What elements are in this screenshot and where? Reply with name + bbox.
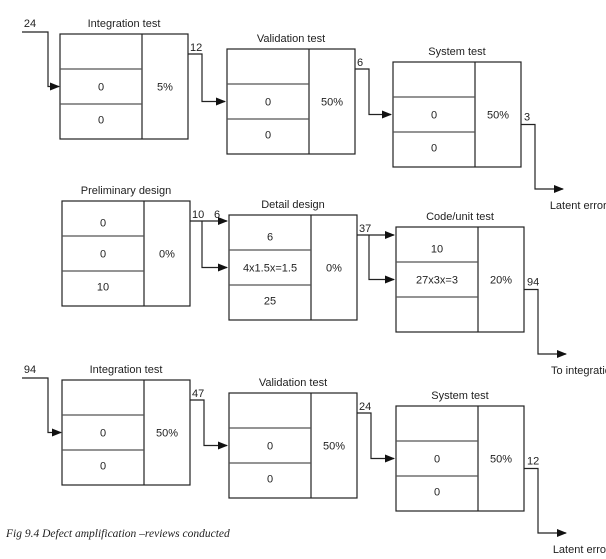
flow-arrow: [188, 53, 226, 106]
cell-value: 6: [267, 232, 273, 244]
detection-efficiency: 5%: [157, 82, 173, 94]
cell-value: 0: [265, 130, 271, 142]
output-count: 12: [190, 42, 202, 54]
cell-value: 0: [98, 115, 104, 127]
stage-box: Validation test 0 0 50% 6: [226, 33, 392, 155]
stage-outline: [228, 392, 358, 499]
detection-efficiency: 50%: [490, 454, 512, 466]
stage-title: Code/unit test: [426, 211, 494, 223]
flow-arrow: [357, 412, 395, 463]
cell-value: 25: [264, 296, 276, 308]
exit-arrow: [524, 288, 567, 358]
stage-box: Preliminary design 0 0 10 0% 10 6: [61, 185, 228, 307]
stage-title: Detail design: [261, 199, 325, 211]
amplified-arrow: [368, 235, 395, 284]
figure-caption: Fig 9.4 Defect amplification –reviews co…: [6, 528, 230, 540]
amplified-arrow: [201, 221, 228, 272]
input-count: 94: [24, 364, 36, 376]
bottom-row: Integration test 0 0 50% 47 Validation test 0 0…: [22, 364, 606, 556]
stage-box: Validation test 0 0 50% 24: [228, 377, 395, 499]
output-count: 12: [527, 456, 539, 468]
detection-efficiency: 50%: [156, 428, 178, 440]
stage-outline: [61, 379, 191, 486]
stage-outline: [61, 200, 191, 307]
stage-title: Integration test: [88, 18, 161, 30]
final-label: Latent errors: [553, 544, 606, 556]
exit-arrow: [521, 123, 564, 193]
stage-outline: [228, 214, 358, 321]
cell-value: 0: [267, 474, 273, 486]
output-count: 6: [357, 57, 363, 69]
stage-box: Code/unit test 10 27x3x=3 20% 94 To integrati…: [395, 211, 606, 377]
stage-title: System test: [428, 46, 485, 58]
flow-arrow: [355, 68, 392, 119]
cell-value: 10: [431, 244, 443, 256]
detection-efficiency: 20%: [490, 275, 512, 287]
cell-value: 4x1.5x=1.5: [243, 263, 297, 275]
input-arrow: [22, 31, 60, 91]
stage-outline: [59, 33, 189, 140]
exit-arrow: [524, 467, 567, 537]
output-count: 37: [359, 223, 371, 235]
detection-efficiency: 50%: [487, 110, 509, 122]
cell-value: 0: [267, 441, 273, 453]
detection-efficiency: 0%: [326, 263, 342, 275]
stage-outline: [395, 405, 525, 512]
top-row: Integration test 0 0 5% 12 Validation test 0 0 5…: [22, 18, 606, 212]
output-count: 10: [192, 209, 204, 221]
stage-outline: [226, 48, 356, 155]
output-count: 24: [359, 401, 371, 413]
stage-outline: [395, 226, 525, 333]
cell-value: 27x3x=3: [416, 275, 458, 287]
cell-value: 0: [100, 218, 106, 230]
stage-title: Integration test: [90, 364, 163, 376]
cell-value: 0: [100, 249, 106, 261]
cell-value: 0: [431, 110, 437, 122]
cell-value: 0: [431, 143, 437, 155]
final-label: Latent errors: [550, 200, 606, 212]
stage-outline: [392, 61, 522, 168]
cell-value: 0: [265, 97, 271, 109]
stage-title: Validation test: [259, 377, 327, 389]
final-label: To integration: [551, 365, 606, 377]
cell-value: 0: [98, 82, 104, 94]
output-count: 47: [192, 388, 204, 400]
stage-box: Integration test 0 0 50% 47: [61, 364, 228, 486]
input-count: 24: [24, 18, 36, 30]
stage-box: Detail design 6 4x1.5x=1.5 25 0% 37: [228, 199, 395, 321]
output-count: 94: [527, 277, 539, 289]
cell-value: 0: [434, 487, 440, 499]
output-count: 3: [524, 112, 530, 124]
stage-title: Validation test: [257, 33, 325, 45]
input-arrow: [22, 377, 62, 437]
cell-value: 0: [100, 461, 106, 473]
detection-efficiency: 50%: [323, 441, 345, 453]
cell-value: 0: [100, 428, 106, 440]
flow-arrow: [190, 399, 228, 450]
stage-title: Preliminary design: [81, 185, 171, 197]
cell-value: 10: [97, 282, 109, 294]
cell-value: 0: [434, 454, 440, 466]
stage-box: Integration test 0 0 5% 12: [59, 18, 226, 140]
detection-efficiency: 50%: [321, 97, 343, 109]
detection-efficiency: 0%: [159, 249, 175, 261]
stage-title: System test: [431, 390, 488, 402]
split-count: 6: [214, 209, 220, 221]
